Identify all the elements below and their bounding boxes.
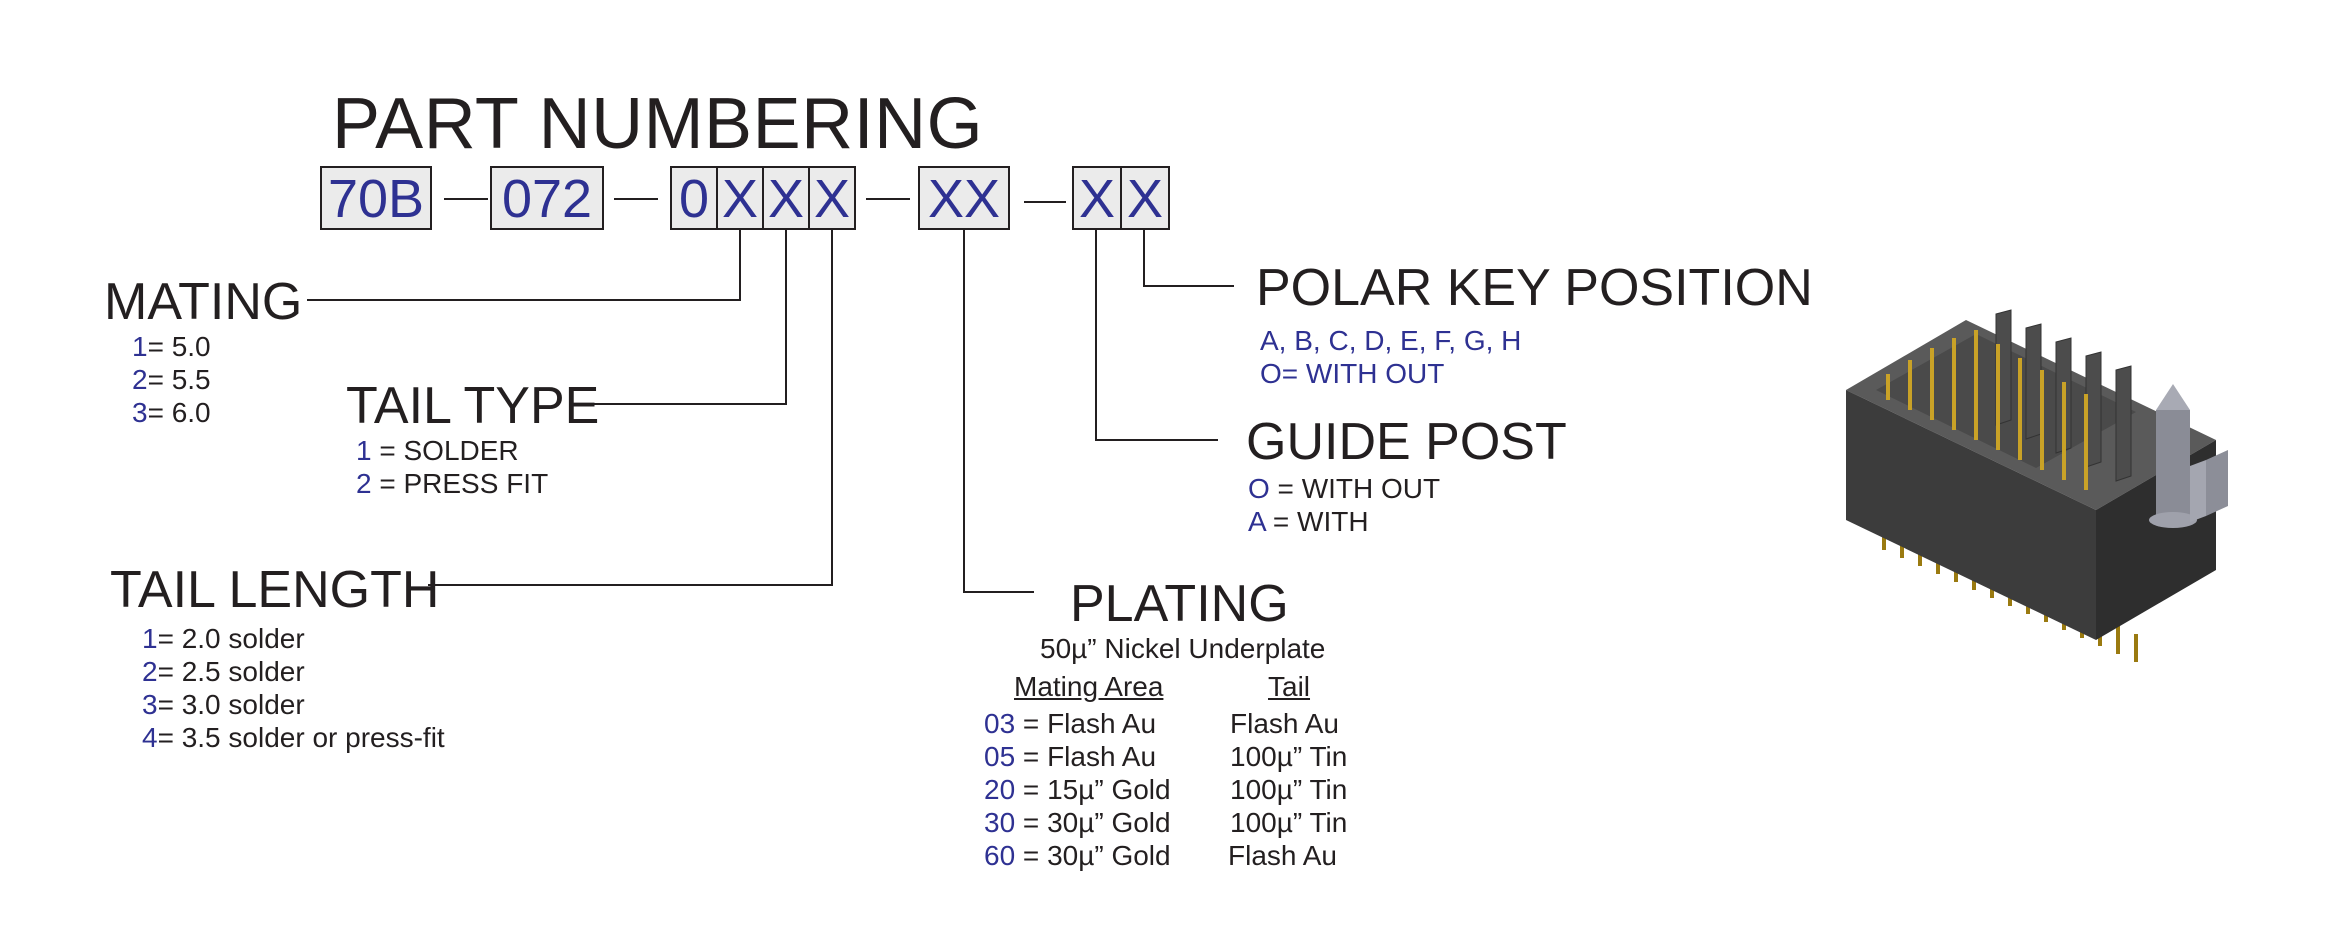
option-mating: = 30µ” Gold [1015, 807, 1171, 838]
plating-option-tail: Flash Au [1228, 840, 1337, 871]
option-code: 2 [356, 468, 372, 499]
guide-post-option: O = WITH OUT [1248, 472, 1440, 505]
guide-post-option: A = WITH [1248, 505, 1440, 538]
polar-key-heading: POLAR KEY POSITION [1256, 259, 1813, 317]
segment-fixed-box: 0 [670, 166, 718, 230]
option-code: 1 [132, 331, 148, 362]
segment-guide-post-box: X [1072, 166, 1122, 230]
option-mating: = Flash Au [1015, 708, 1157, 739]
plating-option-mating: 05 = Flash Au [984, 740, 1156, 773]
plating-heading: PLATING [1070, 575, 1289, 633]
plating-option-mating: 20 = 15µ” Gold [984, 773, 1171, 806]
guide-post-base [2149, 512, 2197, 528]
plating-connector [963, 230, 1034, 593]
option-desc: = PRESS FIT [371, 468, 549, 499]
option-desc: = WITH OUT [1269, 473, 1441, 504]
mating-options: 1= 5.0 2= 5.5 3= 6.0 [132, 330, 211, 429]
option-code: 2 [142, 656, 158, 687]
plating-subheading: 50µ” Nickel Underplate [1040, 633, 1326, 664]
option-code: 20 [984, 774, 1016, 805]
top-ribs [1995, 309, 2132, 482]
option-mating: = 30µ” Gold [1015, 840, 1171, 871]
guide-post-heading: GUIDE POST [1246, 413, 1567, 471]
option-code: 4 [142, 722, 158, 753]
mating-connector [307, 230, 741, 301]
tail-type-heading: TAIL TYPE [346, 377, 600, 435]
guide-post-tip [2156, 384, 2190, 410]
tail-type-options: 1 = SOLDER 2 = PRESS FIT [356, 434, 548, 500]
mating-option: 1= 5.0 [132, 330, 211, 363]
option-desc: = 2.0 solder [157, 623, 305, 654]
option-code: O [1248, 473, 1270, 504]
body-front [1846, 390, 2096, 640]
plating-col-mating-area: Mating Area [1014, 671, 1164, 702]
tail-length-option: 3= 3.0 solder [142, 688, 445, 721]
option-code: 2 [132, 364, 148, 395]
option-desc: = WITH [1265, 506, 1369, 537]
plating-option-tail: 100µ” Tin [1230, 741, 1348, 772]
polar-key-connector [1143, 230, 1234, 287]
segment-series-box: 70B [320, 166, 432, 230]
tail-length-option: 2= 2.5 solder [142, 655, 445, 688]
tail-length-connector [428, 230, 833, 586]
mating-heading: MATING [104, 273, 303, 331]
polar-key-block [2206, 450, 2228, 516]
plating-option-tail: 100µ” Tin [1230, 774, 1348, 805]
guide-post-options: O = WITH OUT A = WITH [1248, 472, 1440, 538]
plating-col-tail: Tail [1268, 671, 1311, 702]
option-desc: = 3.0 solder [157, 689, 305, 720]
option-code: 60 [984, 840, 1016, 871]
option-code: 3 [132, 397, 148, 428]
option-code: 1 [142, 623, 158, 654]
tail-type-option: 1 = SOLDER [356, 434, 548, 467]
tail-type-option: 2 = PRESS FIT [356, 467, 548, 500]
plating-option-tail: 100µ” Tin [1230, 807, 1348, 838]
option-code: 30 [984, 807, 1016, 838]
tail-type-connector [594, 230, 787, 405]
mating-option: 2= 5.5 [132, 363, 211, 396]
segment-tail-length-box: X [808, 166, 856, 230]
segment-polar-key-box: X [1120, 166, 1170, 230]
option-mating: = 15µ” Gold [1015, 774, 1171, 805]
page-title: PART NUMBERING [332, 84, 984, 164]
polar-key-without-line: O= WITH OUT [1260, 358, 1445, 389]
segment-mating-box: X [716, 166, 764, 230]
tail-length-option: 4= 3.5 solder or press-fit [142, 721, 445, 754]
option-code: A [1248, 506, 1266, 537]
plating-option-mating: 03 = Flash Au [984, 707, 1156, 740]
segment-tail-type-box: X [762, 166, 810, 230]
plating-option-tail: Flash Au [1230, 708, 1339, 739]
connector-illustration [1846, 309, 2228, 662]
option-desc: = 5.0 [147, 331, 211, 362]
plating-option-mating: 30 = 30µ” Gold [984, 806, 1171, 839]
upper-pins [1886, 330, 2088, 490]
option-desc: = 5.5 [147, 364, 211, 395]
option-desc: = SOLDER [371, 435, 519, 466]
option-code: 3 [142, 689, 158, 720]
plating-option-mating: 60 = 30µ” Gold [984, 839, 1171, 872]
option-desc: = 6.0 [147, 397, 211, 428]
option-desc: = 3.5 solder or press-fit [157, 722, 445, 753]
mating-option: 3= 6.0 [132, 396, 211, 429]
polar-key-options-line: A, B, C, D, E, F, G, H [1260, 325, 1522, 356]
option-desc: = 2.5 solder [157, 656, 305, 687]
option-code: 03 [984, 708, 1016, 739]
option-code: 05 [984, 741, 1016, 772]
option-code: 1 [356, 435, 372, 466]
tail-length-options: 1= 2.0 solder 2= 2.5 solder 3= 3.0 solde… [142, 622, 445, 754]
tail-length-option: 1= 2.0 solder [142, 622, 445, 655]
segment-positions-box: 072 [490, 166, 604, 230]
tail-length-heading: TAIL LENGTH [110, 561, 440, 619]
option-mating: = Flash Au [1015, 741, 1157, 772]
guide-post-shaft [2156, 410, 2190, 520]
segment-plating-box: XX [918, 166, 1010, 230]
guide-post-connector [1095, 230, 1218, 441]
